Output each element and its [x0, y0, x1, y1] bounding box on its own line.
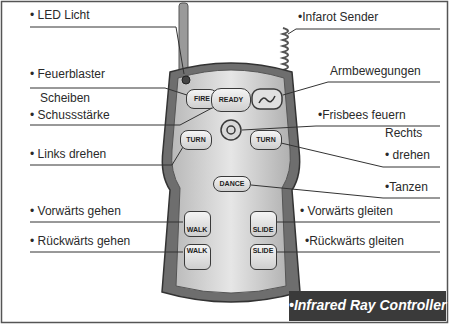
remote-button: SLIDE [250, 211, 277, 237]
callout-label: Rechts [385, 126, 422, 140]
button-label: WALK [187, 226, 208, 234]
remote-button: DANCE [213, 176, 251, 192]
callout-label: • LED Licht [30, 8, 90, 22]
callout-label: •Tanzen [385, 180, 428, 194]
button-label: SLIDE [253, 226, 274, 234]
callout-label: Armbewegungen [330, 64, 421, 78]
remote-button: SLIDE [250, 244, 277, 270]
callout-label: • Rückwärts gehen [30, 234, 130, 248]
remote-button: TURN [250, 130, 282, 150]
button-label: WALK [187, 247, 208, 255]
button-label: SLIDE [253, 247, 274, 255]
remote-button: TURN [180, 130, 212, 150]
button-label: DANCE [220, 180, 245, 188]
button-label: TURN [256, 136, 275, 144]
callout-label: Scheiben [40, 91, 90, 105]
callout-label: • drehen [385, 148, 430, 162]
callout-label: • Feuerblaster [30, 67, 105, 81]
callout-label: •Infarot Sender [298, 10, 378, 24]
callout-label: •Rückwärts gleiten [305, 234, 404, 248]
leader-lines [30, 27, 440, 252]
callout-label: • Vorwärts gehen [30, 204, 121, 218]
remote-button: WALK [184, 244, 211, 270]
button-label: FIRE [194, 95, 210, 103]
callout-label: • Schussstärke [30, 108, 110, 122]
remote-button: WALK [184, 211, 211, 237]
callout-label: •Frisbees feuern [318, 108, 406, 122]
callout-label: • Links drehen [30, 147, 106, 161]
caption-banner: •Infrared Ray Controller [289, 291, 446, 321]
button-label: TURN [186, 136, 205, 144]
remote-button: READY [211, 88, 251, 112]
callout-label: • Vorwärts gleiten [300, 204, 393, 218]
button-label: READY [219, 96, 244, 104]
